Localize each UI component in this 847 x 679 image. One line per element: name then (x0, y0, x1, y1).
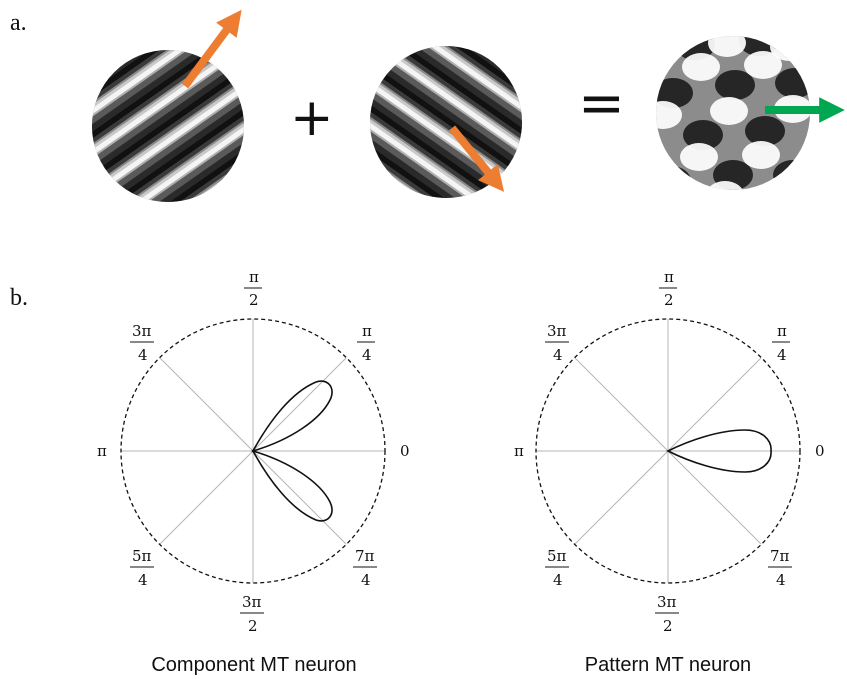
plaid-dark-blob (739, 36, 779, 56)
plaid-light-blob (744, 51, 782, 79)
label-7pi-over-4: 7π 4 (768, 547, 792, 589)
label-pi: π (514, 442, 524, 460)
label-3pi-over-4: 3π 4 (545, 322, 569, 364)
plaid-light-blob (710, 97, 748, 125)
polar-plot-component: 0 π π 2 π 4 3π 4 5π 4 3π 2 7π (97, 268, 410, 676)
svg-text:3π: 3π (547, 322, 567, 340)
svg-text:π: π (362, 322, 372, 340)
svg-text:7π: 7π (355, 547, 375, 565)
svg-text:4: 4 (362, 346, 372, 364)
caption-pattern-neuron: Pattern MT neuron (585, 654, 751, 676)
svg-text:4: 4 (553, 571, 563, 589)
polar-plot-pattern: 0 π π 2 π 4 3π 4 5π 4 3π 2 7π (514, 268, 825, 676)
grating-component-2 (370, 46, 522, 198)
label-7pi-over-4: 7π 4 (353, 547, 377, 589)
svg-text:4: 4 (776, 571, 786, 589)
plaid-dark-blob (773, 160, 810, 190)
plus-symbol: + (290, 88, 334, 148)
label-pi-over-4: π 4 (357, 322, 375, 364)
label-pi-over-2: π 2 (244, 268, 262, 309)
plaid-dark-blob (683, 120, 723, 150)
label-3pi-over-2: 3π 2 (655, 593, 679, 635)
svg-text:π: π (777, 322, 787, 340)
label-pi-over-4: π 4 (772, 322, 790, 364)
svg-text:7π: 7π (770, 547, 790, 565)
label-zero: 0 (815, 442, 825, 460)
svg-text:3π: 3π (657, 593, 677, 611)
plaid-light-blob (656, 101, 682, 129)
label-3pi-over-2: 3π 2 (240, 593, 264, 635)
plaid-dark-blob (775, 68, 810, 98)
plaid-light-blob (706, 181, 744, 190)
plaid-light-blob (764, 183, 802, 190)
svg-text:4: 4 (777, 346, 787, 364)
svg-text:3π: 3π (132, 322, 152, 340)
plaid-pattern (656, 36, 810, 190)
plaid-dark-blob (745, 116, 785, 146)
panel-a-label: a. (10, 10, 27, 36)
panel-b-label: b. (10, 285, 28, 311)
svg-text:4: 4 (553, 346, 563, 364)
label-pi: π (97, 442, 107, 460)
svg-text:π: π (664, 268, 674, 286)
svg-text:2: 2 (664, 291, 674, 309)
svg-text:2: 2 (663, 617, 673, 635)
plaid-light-blob (682, 53, 720, 81)
direction-arrow-2 (448, 125, 505, 192)
polar-boundary-circle (535, 318, 801, 584)
svg-text:π: π (249, 268, 259, 286)
plaid-light-blob (742, 141, 780, 169)
tuning-curve-component (251, 380, 333, 522)
label-3pi-over-4: 3π 4 (130, 322, 154, 364)
svg-text:4: 4 (138, 346, 148, 364)
svg-text:5π: 5π (132, 547, 152, 565)
label-pi-over-2: π 2 (659, 268, 677, 309)
svg-text:2: 2 (249, 291, 259, 309)
plaid-dark-blob (656, 78, 693, 108)
svg-text:4: 4 (138, 571, 148, 589)
plaid-light-blob (680, 143, 718, 171)
direction-arrow-1 (181, 9, 242, 89)
svg-text:3π: 3π (242, 593, 262, 611)
plaid-dark-blob (715, 70, 755, 100)
label-zero: 0 (400, 442, 410, 460)
svg-text:2: 2 (248, 617, 258, 635)
tuning-curve-pattern (666, 429, 772, 473)
plaid-dark-blob (656, 166, 691, 190)
polar-boundary-circle (120, 318, 386, 584)
plaid-light-blob (708, 36, 746, 57)
svg-text:5π: 5π (547, 547, 567, 565)
equals-symbol: = (578, 71, 625, 136)
svg-text:4: 4 (361, 571, 371, 589)
caption-component-neuron: Component MT neuron (151, 654, 356, 676)
label-5pi-over-4: 5π 4 (545, 547, 569, 589)
label-5pi-over-4: 5π 4 (130, 547, 154, 589)
